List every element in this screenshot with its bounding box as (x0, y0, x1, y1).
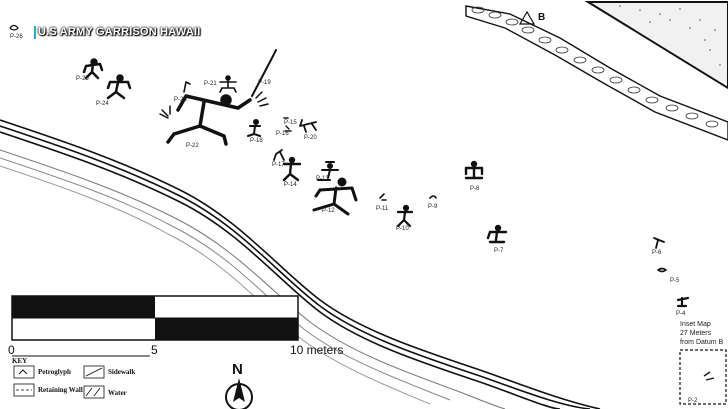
petroglyph-label: P-26 (10, 34, 23, 40)
petroglyph-figure (429, 195, 437, 199)
scale-tick-0: 0 (8, 343, 15, 357)
sidewalk (584, 1, 728, 90)
inset-map: Inset Map 27 Meters from Datum B (679, 321, 727, 405)
petroglyph-figure (486, 224, 508, 244)
datum-label: B (538, 12, 545, 23)
watermark: U.S ARMY GARRISON HAWAII (38, 26, 201, 38)
shoreline (0, 119, 601, 409)
petroglyph-label: P-22 (186, 143, 199, 149)
scale-tick-10: 10 meters (290, 343, 343, 357)
petroglyph-figure (657, 267, 668, 273)
key-title: KEY (12, 357, 27, 365)
petroglyph-label: P-16 (276, 131, 289, 137)
petroglyph-label: P-17 (272, 162, 285, 168)
retaining-wall (465, 5, 728, 141)
petroglyph-label: P-12 (322, 208, 335, 214)
petroglyph-labels: P-26 P-25 P-24 P-23 P-21 P-19 P-22 P-18 … (10, 34, 698, 404)
petroglyph-label: P-8 (470, 186, 480, 192)
petroglyph-label: P-21 (204, 81, 217, 87)
petroglyph-figure (82, 58, 104, 80)
datum-marker: B (518, 10, 545, 25)
petroglyph-figure (653, 237, 665, 249)
retaining-wall-symbol-icon (13, 383, 35, 397)
water-symbol-icon (83, 385, 105, 399)
inset-title: Inset Map (680, 321, 711, 328)
petroglyph-label: P-2 (688, 398, 698, 404)
petroglyph-label: P-4 (676, 311, 686, 317)
petroglyph-figure (159, 91, 269, 146)
petroglyph-figure (396, 204, 414, 228)
petroglyph-figure (312, 177, 358, 216)
petroglyph-label: P-14 (284, 182, 297, 188)
petroglyph-figure (379, 193, 387, 201)
petroglyph-label: P-5 (670, 278, 680, 284)
watermark-accent (34, 26, 36, 39)
scale-bar: 0 5 10 meters (8, 295, 343, 357)
key-item-water: Water (108, 389, 127, 397)
inset-datum: from Datum B (680, 339, 724, 346)
sidewalk-symbol-icon (83, 365, 105, 379)
petroglyph-label: P-13 (316, 176, 329, 182)
petroglyph-label: P-15 (284, 120, 297, 126)
petroglyph-label: P-19 (258, 80, 271, 86)
petroglyph-figure (247, 119, 261, 137)
petroglyph-figure (676, 296, 690, 308)
petroglyph-figure (273, 149, 285, 161)
petroglyph-figure (183, 81, 191, 93)
petroglyph-figure (106, 74, 132, 100)
petroglyph-figure (317, 161, 339, 181)
petroglyph-label: P-9 (428, 204, 438, 210)
petroglyph-figure (284, 125, 292, 132)
petroglyphs (9, 24, 690, 308)
petroglyph-symbol-icon (13, 365, 35, 379)
inset-distance: 27 Meters (680, 330, 712, 337)
key-item-sidewalk: Sidewalk (108, 368, 135, 376)
petroglyph-figure (282, 156, 302, 182)
petroglyph-label: P-20 (304, 135, 317, 141)
key-item-retaining-wall: Retaining Wall (38, 386, 83, 394)
scale-tick-5: 5 (151, 343, 158, 357)
key-item-petroglyph: Petroglyph (38, 368, 71, 376)
petroglyph-label: P-18 (250, 138, 263, 144)
petroglyph-figure (299, 119, 317, 133)
petroglyph-label: P-24 (96, 101, 109, 107)
petroglyph-label: P-6 (652, 250, 662, 256)
north-arrow: N (225, 361, 253, 409)
north-arrow-icon (233, 378, 245, 402)
map-key: KEY Petroglyph Sidewalk Retaining Wall W… (12, 355, 150, 399)
petroglyph-label: P-11 (376, 206, 389, 212)
petroglyph-label: P-23 (174, 97, 187, 103)
petroglyph-figure (464, 160, 484, 180)
petroglyph-figure (251, 49, 277, 97)
petroglyph-label: P-10 (396, 226, 409, 232)
petroglyph-label: P-7 (494, 248, 504, 254)
petroglyph-figure (219, 75, 237, 93)
petroglyph-figure (9, 24, 19, 31)
petroglyph-label: P-25 (76, 76, 89, 82)
north-label: N (232, 361, 243, 378)
